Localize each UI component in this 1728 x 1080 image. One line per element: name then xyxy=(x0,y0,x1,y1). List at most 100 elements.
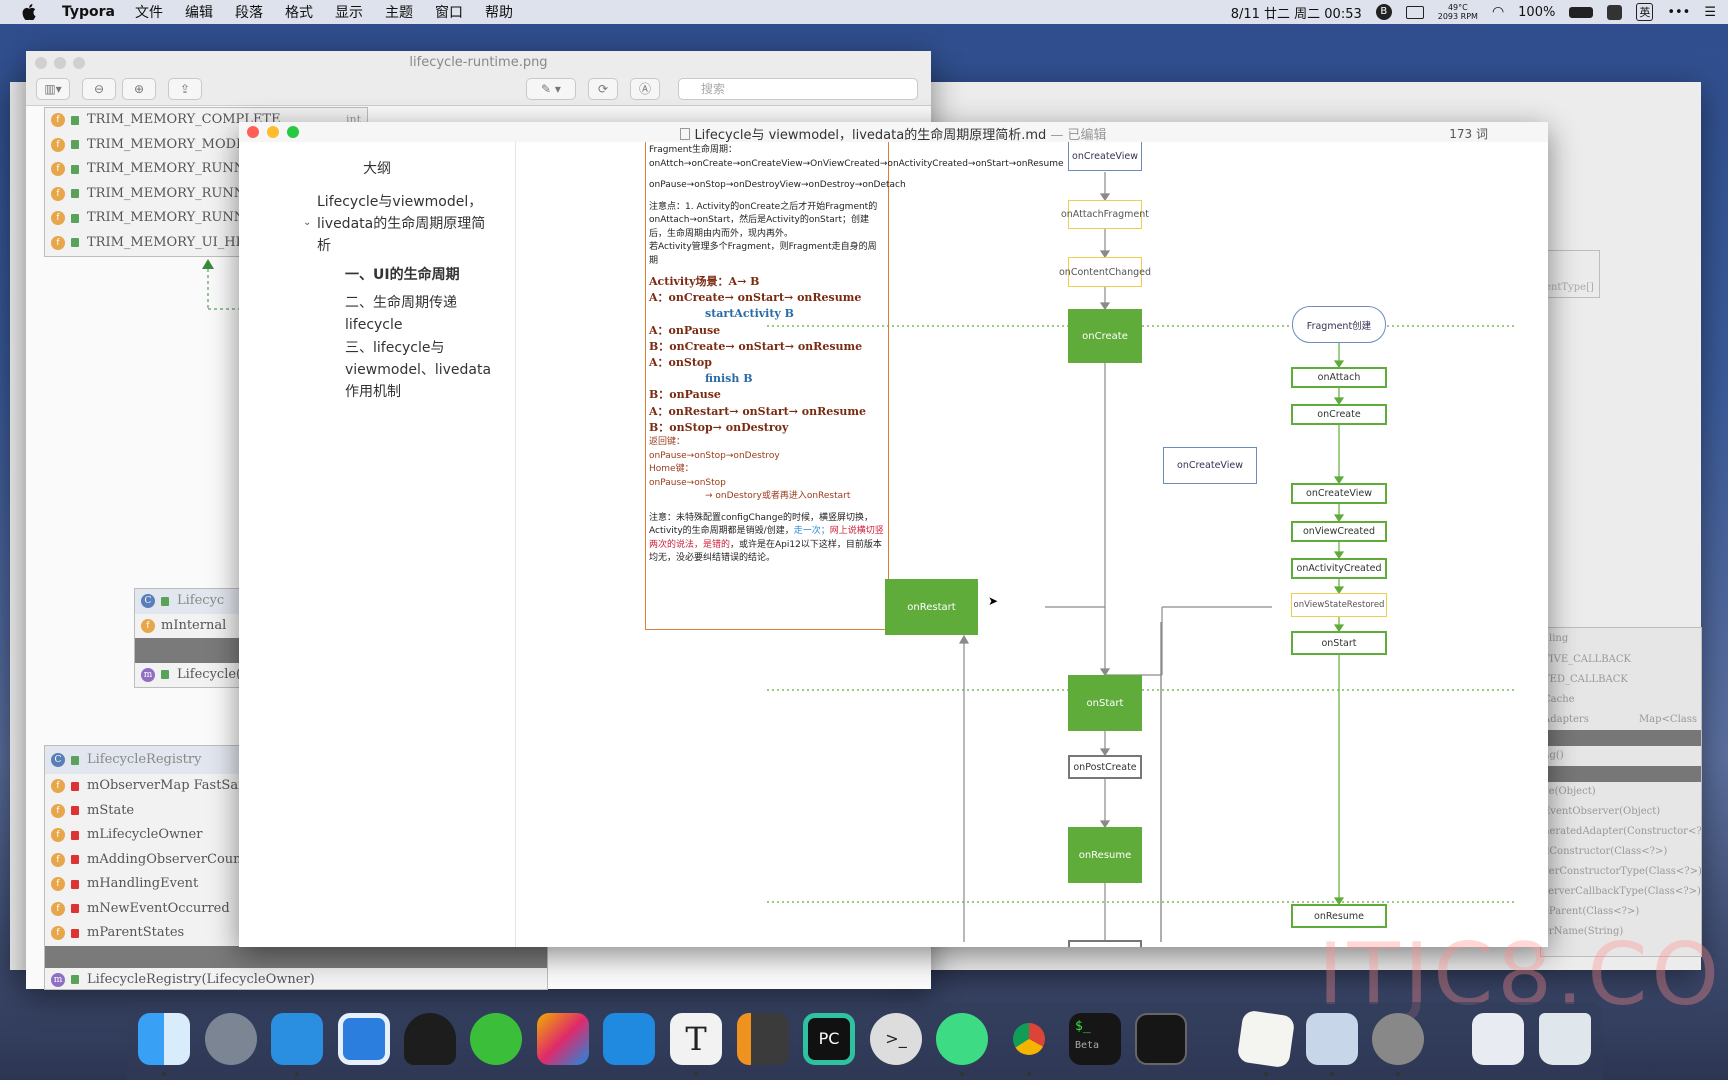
menu-help[interactable]: 帮助 xyxy=(485,5,514,21)
share-icon[interactable]: ⇪ xyxy=(168,78,202,100)
menu-paragraph[interactable]: 段落 xyxy=(235,5,264,21)
infuse-icon[interactable] xyxy=(537,1013,589,1065)
menu-format[interactable]: 格式 xyxy=(285,5,314,21)
preview-app-icon[interactable] xyxy=(338,1013,390,1065)
more-icon[interactable]: ••• xyxy=(1667,4,1691,20)
method-name: Lifecycle( xyxy=(177,666,242,682)
finder-icon[interactable] xyxy=(138,1013,190,1065)
field-name: TRIM_MEMORY_RUNNI xyxy=(87,210,251,225)
app-menu[interactable]: Typora xyxy=(62,4,116,20)
uml-row: serverCallbackType(Class<?>) xyxy=(1543,885,1701,897)
public-icon xyxy=(71,975,79,985)
android-studio-icon[interactable] xyxy=(936,1013,988,1065)
document-title: Lifecycle与 viewmodel，livedata的生命周期原理简析.m… xyxy=(694,128,1047,143)
outline-item-mechanism[interactable]: 三、lifecycle与viewmodel、livedata作用机制 xyxy=(345,340,492,400)
menu-file[interactable]: 文件 xyxy=(135,5,164,21)
uml-row: TIVE_CALLBACK xyxy=(1543,653,1631,665)
menu-edit[interactable]: 编辑 xyxy=(185,5,214,21)
field-name: mObserverMap FastSafe xyxy=(87,778,251,793)
zoom-in-icon[interactable]: ⊕ xyxy=(122,78,156,100)
control-center-icon[interactable]: ☰ xyxy=(1704,4,1716,20)
battery-percent[interactable]: 100% xyxy=(1518,4,1556,20)
input-method[interactable]: 英 xyxy=(1636,3,1654,21)
menu-view[interactable]: 显示 xyxy=(335,5,364,21)
minimize-button[interactable] xyxy=(54,57,66,69)
datetime[interactable]: 8/11 廿二 周二 00:53 xyxy=(1230,6,1362,22)
document-icon xyxy=(680,128,691,140)
uml-row: erName(String) xyxy=(1543,925,1624,937)
method-icon: m xyxy=(141,667,155,682)
sidebar-toggle-icon[interactable]: ▥▾ xyxy=(36,78,70,100)
menu-window[interactable]: 窗口 xyxy=(435,5,464,21)
screen-record-icon[interactable] xyxy=(1405,5,1424,19)
annotate-icon[interactable]: Ⓐ xyxy=(630,78,660,100)
wechat-icon[interactable] xyxy=(470,1013,522,1065)
chevron-down-icon[interactable]: ⌄ xyxy=(303,217,312,228)
preview-docs-icon[interactable] xyxy=(1306,1013,1358,1065)
uml-separator xyxy=(1541,730,1701,746)
trash-icon[interactable] xyxy=(1539,1013,1591,1065)
sensor-readout[interactable]: 49°C 2093 RPM xyxy=(1438,3,1478,21)
uml-row: dConstructor(Class<?>) xyxy=(1543,845,1668,857)
photo-slideshow-icon[interactable] xyxy=(1372,1013,1424,1065)
iterm-icon[interactable]: >_ xyxy=(870,1013,922,1065)
terminal-icon[interactable]: $_ Beta xyxy=(1069,1013,1121,1065)
zoom-button[interactable] xyxy=(73,57,85,69)
sublime-text-icon[interactable] xyxy=(737,1013,789,1065)
documents-stack-icon[interactable] xyxy=(1472,1013,1524,1065)
pycharm-icon[interactable]: PC xyxy=(803,1013,855,1065)
bluetooth-icon[interactable]: B xyxy=(1375,4,1392,20)
battery-icon xyxy=(1569,6,1594,18)
field-name: mState xyxy=(87,802,135,818)
editor-content[interactable]: Fragment生命周期： onAttch→onCreate→onCreateV… xyxy=(517,142,1548,947)
note-line: Fragment生命周期： xyxy=(649,145,737,155)
qq-icon[interactable] xyxy=(404,1013,456,1065)
close-button[interactable] xyxy=(247,126,259,138)
uml-row: Cache xyxy=(1543,693,1575,705)
sublime-menu-icon[interactable] xyxy=(1607,4,1623,20)
public-icon xyxy=(161,670,169,680)
field-icon: f xyxy=(51,137,65,152)
outline-item-lifecycle-transfer[interactable]: 二、生命周期传递lifecycle xyxy=(345,295,457,333)
menu-bar: Typora 文件 编辑 段落 格式 显示 主题 窗口 帮助 8/11 廿二 周… xyxy=(0,0,1728,24)
fan-rpm: 2093 RPM xyxy=(1437,12,1478,21)
zoom-button[interactable] xyxy=(287,126,299,138)
uml-row: ng() xyxy=(1543,749,1564,761)
uml-row: neratedAdapter(Constructor<? e xyxy=(1543,825,1701,837)
mission-control-icon[interactable] xyxy=(271,1013,323,1065)
markup-icon[interactable]: ✎ ▾ xyxy=(526,78,576,100)
window-edge-left xyxy=(10,82,30,970)
node-oncreateview-activity: onCreateView xyxy=(1068,142,1142,171)
vscode-icon[interactable] xyxy=(603,1013,655,1065)
typora-window[interactable]: Lifecycle与 viewmodel，livedata的生命周期原理简析.m… xyxy=(239,122,1548,947)
scenario-line: B：onStop→ onDestroy xyxy=(649,420,789,434)
home-key-flow: onPause→onStop xyxy=(649,477,726,488)
zoom-out-icon[interactable]: ⊖ xyxy=(82,78,116,100)
window-title: lifecycle-runtime.png xyxy=(409,55,548,70)
launchpad-icon[interactable] xyxy=(205,1013,257,1065)
outline-item-root[interactable]: Lifecycle与viewmodel，livedata的生命周期原理简析 xyxy=(317,194,486,254)
outline-item-ui-lifecycle[interactable]: 一、UI的生命周期 xyxy=(345,267,460,283)
word-count[interactable]: 173 词 xyxy=(1449,127,1488,141)
typora-icon[interactable]: T xyxy=(670,1013,722,1065)
field-icon: f xyxy=(51,828,65,843)
rotate-icon[interactable]: ⟳ xyxy=(588,78,618,100)
node-oncreateview-loose: onCreateView xyxy=(1163,447,1257,484)
textedit-icon[interactable] xyxy=(1236,1009,1296,1069)
uml-row: EventObserver(Object) xyxy=(1543,805,1661,817)
apple-icon[interactable] xyxy=(22,4,36,20)
scenario-line: B：onCreate→ onStart→ onResume xyxy=(649,339,863,353)
wifi-icon[interactable]: ◠ xyxy=(1491,4,1505,20)
minimize-button[interactable] xyxy=(267,126,279,138)
activity-monitor-icon[interactable] xyxy=(1135,1013,1187,1065)
class-name: Lifecyc xyxy=(177,593,225,608)
close-button[interactable] xyxy=(35,57,47,69)
chrome-icon[interactable] xyxy=(1003,1013,1055,1065)
public-icon xyxy=(71,238,79,248)
private-icon xyxy=(71,806,79,816)
search-input[interactable]: 搜索 xyxy=(678,78,918,100)
menu-theme[interactable]: 主题 xyxy=(385,5,414,21)
